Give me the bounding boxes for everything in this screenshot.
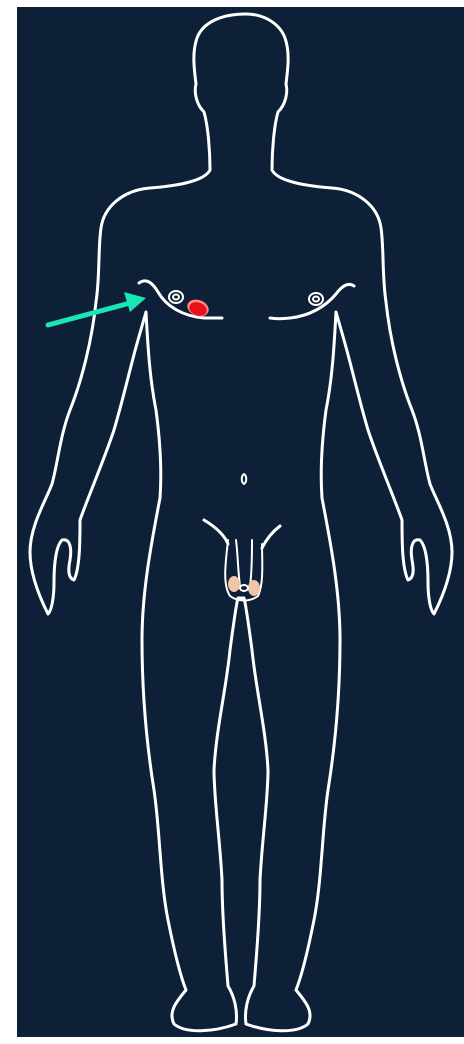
left-nipple-icon [169, 291, 183, 303]
right-pectoral-line [270, 284, 354, 318]
left-groin-line [204, 520, 228, 544]
right-groin-line [262, 526, 280, 548]
navel-icon [242, 474, 247, 484]
body-outline [30, 14, 452, 1031]
right-nipple-icon [309, 293, 323, 305]
left-pectoral-line [139, 281, 222, 318]
genitals-icon [225, 540, 262, 601]
